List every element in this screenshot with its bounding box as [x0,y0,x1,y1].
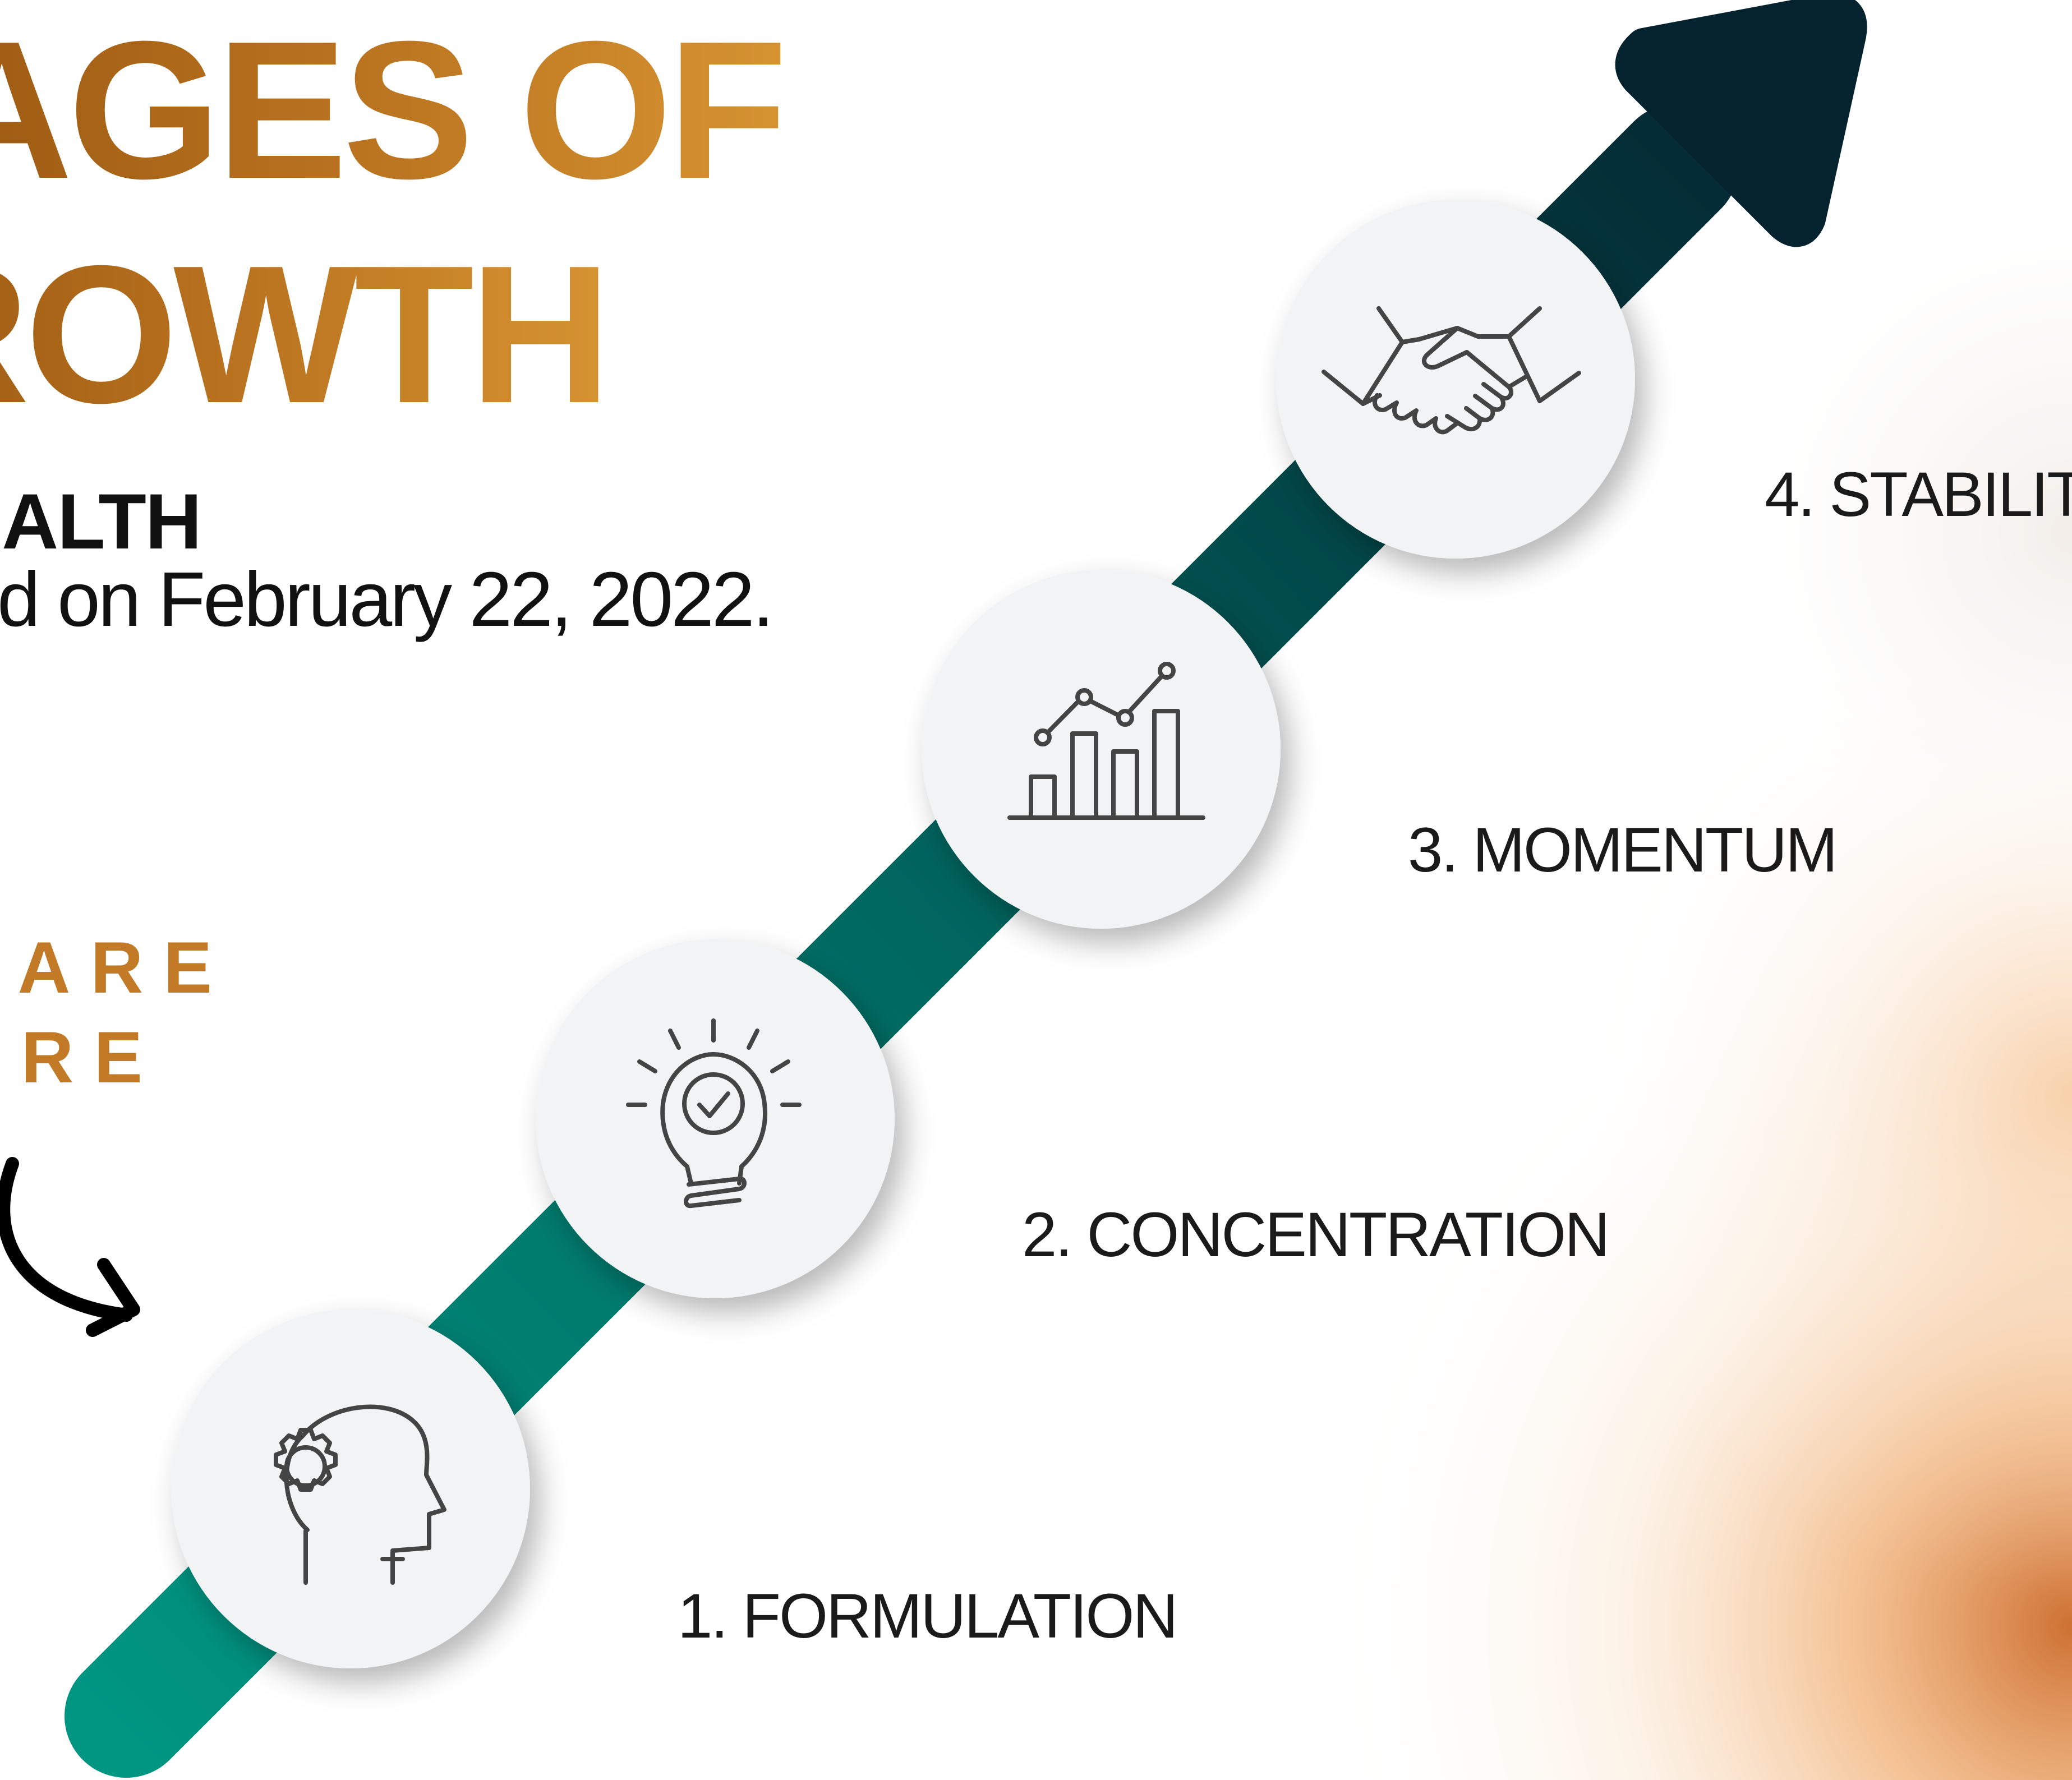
warm-glow-upper [1627,168,2072,953]
callout-line-2: ERE [0,1016,163,1098]
title-line-1: AGES OF [0,12,788,209]
step-circle-3 [922,570,1281,929]
head-gear-icon [274,1404,446,1585]
step-circle-1 [171,1309,530,1668]
step-circle-4 [1276,200,1635,559]
step-label-concentration: 2. CONCENTRATION [1022,1200,1610,1270]
lightbulb-check-icon [626,1018,802,1209]
step-circle-2 [536,939,895,1298]
curved-pointer-arrow [0,1157,140,1337]
handshake-icon [1322,306,1581,435]
title-line-2: ROWTH [0,237,611,433]
subtitle-date: d on February 22, 2022. [0,556,774,643]
subtitle-bold: EALTH [0,477,202,565]
callout-line-1: ARE [17,926,232,1008]
step-label-stability: 4. STABILITY [1765,459,2072,529]
bar-chart-trend-icon [1007,662,1205,820]
step-label-momentum: 3. MOMENTUM [1408,815,1838,885]
step-label-formulation: 1. FORMULATION [678,1581,1178,1651]
